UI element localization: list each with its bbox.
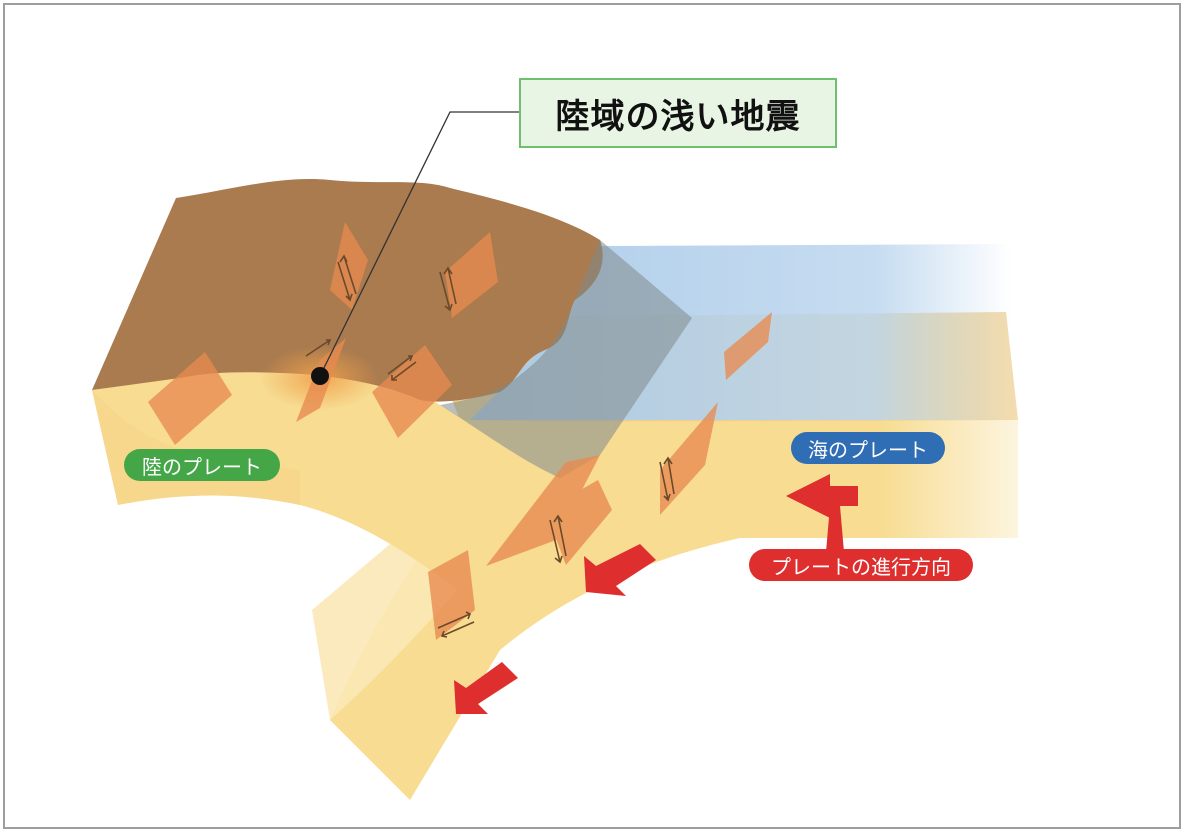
fault-plane: [445, 232, 498, 318]
slip-arrow: [663, 456, 675, 495]
trench-wedge: [440, 240, 692, 478]
slip-arrows: [305, 254, 675, 638]
slip-arrow: [387, 355, 414, 375]
fault-plane: [372, 345, 452, 438]
fault-plane: [148, 352, 232, 445]
land-plate-label: 陸のプレート: [124, 449, 280, 481]
slip-arrow: [443, 266, 457, 305]
fault-plane: [660, 402, 718, 515]
fault-planes: [148, 222, 772, 640]
plate-direction-label: プレートの進行方向: [749, 549, 973, 581]
slip-arrow: [305, 339, 332, 357]
slip-arrow: [440, 621, 475, 638]
hypocenter-dot: [311, 367, 329, 385]
arrow-down-left-2: [454, 662, 518, 714]
subducting-slab: [330, 455, 700, 800]
slip-arrow: [659, 461, 671, 502]
fault-plane: [545, 480, 612, 565]
fault-plane: [724, 312, 772, 380]
plate-direction-arrows: [454, 474, 858, 714]
title-label: 陸域の浅い地震: [519, 78, 837, 148]
land-plate: [92, 371, 560, 600]
slip-arrow: [339, 254, 357, 295]
arrow-right-horizontal: [786, 474, 858, 518]
slip-arrow: [549, 519, 563, 564]
direction-label-pointer: [826, 506, 844, 552]
slip-arrow: [553, 514, 567, 557]
arrow-down-left-1: [584, 544, 656, 596]
slip-arrow: [391, 361, 417, 381]
slip-arrow: [337, 261, 353, 302]
fault-plane: [486, 455, 600, 566]
leader-line: [319, 111, 520, 377]
slip-arrow: [437, 611, 472, 629]
sea-plate-label: 海のプレート: [791, 432, 945, 464]
fault-plane: [330, 222, 368, 310]
slip-arrow: [439, 271, 453, 312]
